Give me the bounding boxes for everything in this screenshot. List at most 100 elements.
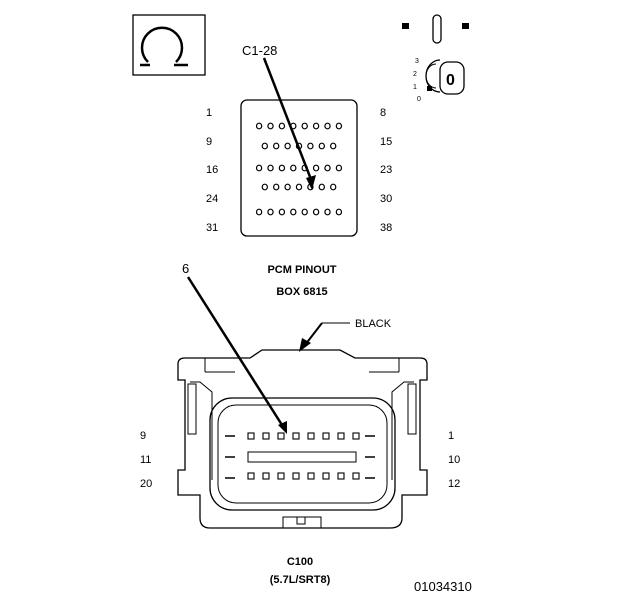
pcm-pin-cavity bbox=[335, 122, 343, 130]
pcm-pin-cavity bbox=[312, 122, 320, 130]
c100-pin-cavity bbox=[337, 472, 345, 480]
c100-face-inner bbox=[217, 404, 388, 504]
c100-color-arrowhead bbox=[299, 338, 311, 352]
c100-variant: (5.7L/SRT8) bbox=[270, 574, 331, 586]
pcm-pin-cavity bbox=[255, 208, 263, 216]
pcm-row-label-left: 16 bbox=[206, 164, 218, 176]
c100-callout-arrowhead bbox=[278, 421, 287, 434]
pcm-row-label-right: 23 bbox=[380, 164, 392, 176]
pcm-pin-cavity bbox=[278, 208, 286, 216]
pcm-pin-cavity bbox=[255, 122, 263, 130]
pcm-pin-cavity bbox=[301, 208, 308, 216]
pcm-row-label-left: 31 bbox=[206, 222, 218, 234]
pcm-pin-cavity bbox=[330, 142, 337, 150]
c100-pin-callout: 6 bbox=[182, 261, 189, 276]
c100-row-label-right: 10 bbox=[448, 454, 460, 466]
c100-face-outer bbox=[209, 397, 396, 511]
c100-pin-cavity bbox=[247, 472, 255, 480]
c100-bottom-tab bbox=[282, 516, 322, 529]
c100-pin-cavity bbox=[292, 472, 300, 480]
c100-row-label-right: 1 bbox=[448, 430, 454, 442]
pcm-callout-arrow bbox=[262, 57, 314, 183]
pcm-connector: 1 9 16 24 31 8 15 23 30 38 C1-28 PCM PIN… bbox=[206, 43, 392, 298]
c100-pin-cavity bbox=[247, 432, 255, 440]
c100-callout-arrow bbox=[186, 276, 284, 426]
pcm-pin-cavity bbox=[273, 183, 280, 191]
pcm-callout-arrowhead bbox=[306, 175, 316, 190]
pcm-pin-cavity bbox=[318, 142, 325, 150]
pcm-title: PCM PINOUT bbox=[267, 264, 336, 276]
c100-name: C100 bbox=[287, 556, 313, 568]
c100-pin-field bbox=[225, 432, 375, 480]
c100-pin-cavity bbox=[337, 432, 345, 440]
pcm-pin-cavity bbox=[330, 183, 337, 191]
c100-pin-cavity bbox=[292, 432, 300, 440]
pcm-pin-cavity bbox=[267, 164, 274, 172]
c100-pin-cavity bbox=[262, 432, 270, 440]
c100-center-slot bbox=[247, 451, 357, 463]
c100-row-label-right: 12 bbox=[448, 478, 460, 490]
ignition-switch-icon: 3 2 1 0 0 bbox=[402, 14, 469, 103]
key-position-2: 2 bbox=[413, 71, 417, 78]
key-position-1: 1 bbox=[413, 84, 417, 91]
pcm-pin-cavity bbox=[324, 164, 331, 172]
c100-housing bbox=[177, 349, 428, 529]
pcm-pin-callout: C1-28 bbox=[242, 43, 277, 58]
c100-pin-cavity bbox=[277, 432, 285, 440]
key-position-3: 3 bbox=[415, 58, 419, 65]
c100-pin-cavity bbox=[262, 472, 270, 480]
pcm-pin-cavity bbox=[301, 122, 308, 130]
pcm-pin-cavity bbox=[318, 183, 325, 191]
c100-connector: 9 11 20 1 10 12 6 BLACK C100 (5.7L/SRT8) bbox=[140, 261, 460, 586]
pcm-pin-cavity bbox=[261, 183, 268, 191]
pcm-row-label-right: 15 bbox=[380, 136, 392, 148]
pcm-pin-cavity bbox=[267, 122, 274, 130]
c100-row-label-left: 20 bbox=[140, 478, 152, 490]
pcm-pin-cavity bbox=[261, 142, 268, 150]
c100-pin-cavity bbox=[322, 472, 330, 480]
pcm-row-label-left: 24 bbox=[206, 193, 218, 205]
pcm-pin-cavity bbox=[312, 164, 320, 172]
pcm-pin-cavity bbox=[312, 208, 320, 216]
pcm-pin-cavity bbox=[273, 142, 280, 150]
pcm-box-number: BOX 6815 bbox=[276, 286, 327, 298]
pcm-row-label-right: 38 bbox=[380, 222, 392, 234]
pcm-pin-cavity bbox=[284, 142, 291, 150]
pcm-row-label-right: 8 bbox=[380, 107, 386, 119]
pcm-row-label-right: 30 bbox=[380, 193, 392, 205]
c100-row-label-left: 11 bbox=[140, 454, 151, 466]
key-position-marker bbox=[427, 86, 432, 91]
c100-pin-cavity bbox=[322, 432, 330, 440]
pcm-pin-cavity bbox=[324, 208, 331, 216]
pcm-pin-cavity bbox=[278, 122, 286, 130]
key-label: 0 bbox=[446, 72, 455, 89]
pcm-connector-body bbox=[240, 99, 358, 237]
pcm-row-label-left: 1 bbox=[206, 107, 212, 119]
ignition-off-marker bbox=[402, 23, 409, 29]
c100-pin-cavity bbox=[307, 432, 315, 440]
pcm-pin-cavity bbox=[324, 122, 331, 130]
pcm-pin-cavity bbox=[307, 142, 314, 150]
c100-color-label: BLACK bbox=[355, 318, 392, 330]
pcm-pin-cavity bbox=[290, 208, 297, 216]
pcm-pin-cavity bbox=[335, 208, 343, 216]
c100-right-latch bbox=[407, 383, 417, 435]
c100-left-latch bbox=[187, 383, 197, 435]
pcm-pin-cavity bbox=[278, 164, 286, 172]
c100-pin-cavity bbox=[352, 472, 360, 480]
pcm-pin-cavity bbox=[295, 183, 303, 191]
pcm-pin-cavity bbox=[335, 164, 343, 172]
key-head bbox=[439, 61, 465, 95]
ignition-run-marker bbox=[462, 23, 469, 29]
pcm-pin-cavity bbox=[267, 208, 274, 216]
pcm-pin-cavity bbox=[255, 164, 263, 172]
pcm-pin-field bbox=[255, 122, 343, 216]
c100-pin-cavity bbox=[307, 472, 315, 480]
key-position-0: 0 bbox=[417, 96, 421, 103]
pcm-pin-cavity bbox=[290, 164, 297, 172]
key-slot bbox=[432, 14, 442, 44]
ohm-meter-icon bbox=[132, 14, 206, 76]
pcm-row-label-left: 9 bbox=[206, 136, 212, 148]
c100-pin-cavity bbox=[352, 432, 360, 440]
